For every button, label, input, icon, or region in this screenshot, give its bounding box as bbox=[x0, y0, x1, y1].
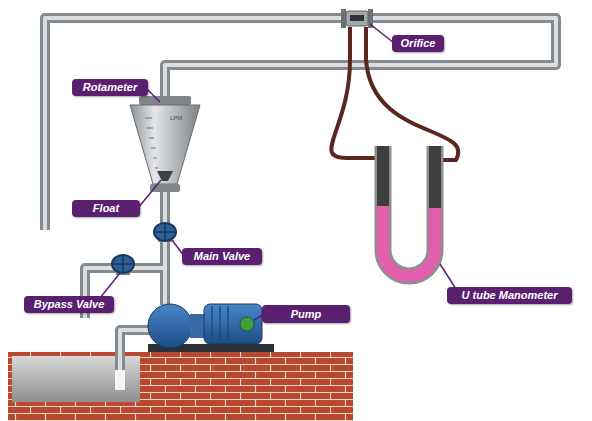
tag-text: Pump bbox=[291, 308, 322, 321]
u-tube-arm bbox=[377, 146, 389, 206]
pump-volute bbox=[148, 304, 192, 348]
callout-tag: Orifice bbox=[392, 35, 444, 52]
rotameter-cone bbox=[130, 105, 200, 184]
callout-tag: Bypass Valve bbox=[24, 296, 114, 313]
orifice-plate bbox=[346, 11, 368, 26]
pipe bbox=[45, 18, 556, 230]
inlet-in-water bbox=[115, 370, 125, 390]
manometer-liquid bbox=[383, 146, 435, 276]
motor-fins bbox=[212, 306, 228, 342]
callout-tag: Float bbox=[72, 200, 140, 217]
pipe bbox=[163, 190, 167, 305]
tag-text: Float bbox=[93, 202, 119, 215]
leader-lines bbox=[100, 24, 456, 320]
leader-line bbox=[138, 180, 161, 208]
tag-text: Main Valve bbox=[194, 250, 250, 263]
orifice-flange bbox=[341, 9, 346, 28]
leader-line bbox=[440, 264, 456, 289]
manometer-tubing bbox=[366, 27, 458, 160]
brick-wall bbox=[8, 352, 353, 421]
tag-text: Bypass Valve bbox=[34, 298, 105, 311]
callout-tag: Rotameter bbox=[72, 79, 148, 96]
leader-line bbox=[370, 24, 394, 43]
rotameter-cap bbox=[139, 96, 191, 105]
callout-tag: Main Valve bbox=[182, 248, 262, 265]
tag-text: Orifice bbox=[401, 37, 436, 50]
tag-text: U tube Manometer bbox=[462, 289, 558, 302]
callout-tag: Pump bbox=[262, 305, 350, 323]
pipe bbox=[160, 190, 170, 305]
main-valve-wheel bbox=[154, 223, 176, 241]
u-tube-glass bbox=[383, 146, 435, 276]
float-body bbox=[157, 171, 173, 181]
motor-badge bbox=[240, 317, 254, 331]
leader-line bbox=[100, 273, 120, 298]
scale-unit-label: LPM bbox=[170, 115, 182, 122]
bypass-valve-wheel bbox=[112, 255, 134, 273]
pump-motor bbox=[204, 304, 262, 344]
manometer-tubing bbox=[331, 27, 378, 158]
tag-text: Rotameter bbox=[83, 81, 137, 94]
pipe bbox=[45, 18, 556, 230]
u-tube-arm bbox=[429, 146, 441, 208]
orifice-marking bbox=[350, 15, 364, 21]
leader-line bbox=[146, 88, 160, 102]
pipe-highlight bbox=[45, 18, 556, 388]
callout-tag: U tube Manometer bbox=[447, 287, 572, 304]
scale-ticks bbox=[145, 118, 158, 168]
wheel-spokes bbox=[154, 223, 176, 241]
wheel-spokes bbox=[112, 255, 134, 273]
rotameter-scale bbox=[145, 118, 158, 168]
pipe-network bbox=[45, 18, 556, 388]
